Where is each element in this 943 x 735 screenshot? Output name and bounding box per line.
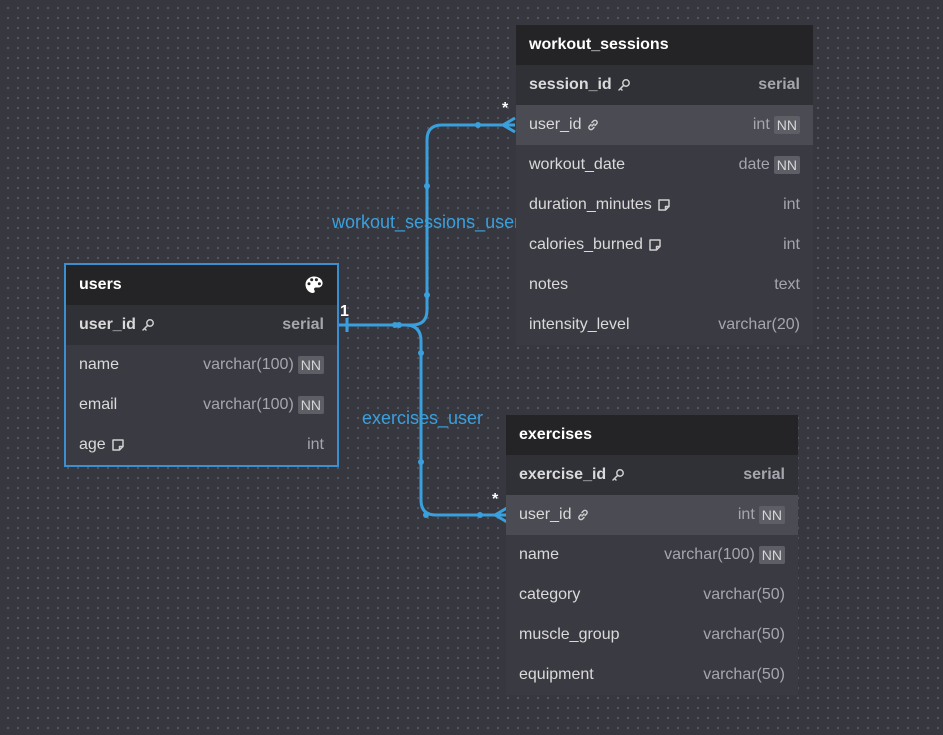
- field-type: varchar(100): [203, 356, 294, 373]
- field-name: exercise_id: [519, 466, 607, 483]
- not-null-badge: NN: [758, 546, 785, 564]
- field-name: user_id: [519, 506, 572, 523]
- field-type: varchar(50): [703, 586, 785, 603]
- field-row[interactable]: equipment varchar(50): [506, 655, 798, 695]
- field-type: text: [774, 276, 800, 293]
- note-icon[interactable]: [111, 438, 125, 452]
- link-dot: [396, 322, 402, 328]
- relation-label-workout-sessions-user[interactable]: workout_sessions_user: [332, 212, 521, 232]
- link-dot: [418, 350, 424, 356]
- link-dot: [392, 322, 398, 328]
- relation-label-exercises-user[interactable]: exercises_user: [362, 408, 484, 428]
- field-name: notes: [529, 276, 569, 293]
- field-row[interactable]: muscle_group varchar(50): [506, 615, 798, 655]
- table-header[interactable]: users: [66, 265, 337, 305]
- not-null-badge: NN: [758, 506, 785, 524]
- field-type: int: [783, 196, 800, 213]
- link-dot: [477, 512, 483, 518]
- not-null-badge: NN: [297, 356, 324, 374]
- not-null-badge: NN: [773, 116, 800, 134]
- field-name: calories_burned: [529, 236, 643, 253]
- table-header[interactable]: workout_sessions: [516, 25, 813, 65]
- note-icon[interactable]: [648, 238, 662, 252]
- key-icon: [611, 468, 625, 482]
- field-type: varchar(100): [203, 396, 294, 413]
- field-row[interactable]: user_id serial: [66, 305, 337, 345]
- field-type: varchar(20): [718, 316, 800, 333]
- field-type: varchar(100): [664, 546, 755, 563]
- note-icon[interactable]: [657, 198, 671, 212]
- not-null-badge: NN: [297, 396, 324, 414]
- field-row[interactable]: calories_burned int: [516, 225, 813, 265]
- field-name: muscle_group: [519, 626, 620, 643]
- link-dot: [418, 459, 424, 465]
- field-row[interactable]: age int: [66, 425, 337, 465]
- field-name: equipment: [519, 666, 594, 683]
- cardinality-one: 1: [340, 303, 349, 320]
- cardinality-many-workout-sessions: *: [502, 100, 509, 117]
- field-name: duration_minutes: [529, 196, 652, 213]
- field-row[interactable]: name varchar(100)NN: [66, 345, 337, 385]
- field-name: name: [79, 356, 120, 373]
- link-dot: [424, 183, 430, 189]
- table-title: exercises: [519, 426, 592, 443]
- field-name: session_id: [529, 76, 612, 93]
- field-type: int: [752, 116, 770, 133]
- table-workout-sessions[interactable]: workout_sessions session_id serial user_…: [516, 25, 813, 345]
- field-row[interactable]: session_id serial: [516, 65, 813, 105]
- table-exercises[interactable]: exercises exercise_id serial user_id int…: [506, 415, 798, 695]
- link-dot: [423, 512, 429, 518]
- field-name: user_id: [79, 316, 136, 333]
- field-type: varchar(50): [703, 626, 785, 643]
- field-type: date: [738, 156, 770, 173]
- link-icon: [576, 508, 590, 522]
- field-type: serial: [758, 76, 800, 93]
- not-null-badge: NN: [773, 156, 800, 174]
- field-type: serial: [282, 316, 324, 333]
- field-type: int: [307, 436, 324, 453]
- field-type: serial: [743, 466, 785, 483]
- field-name: name: [519, 546, 560, 563]
- field-row[interactable]: category varchar(50): [506, 575, 798, 615]
- palette-icon[interactable]: [304, 275, 324, 295]
- field-row[interactable]: intensity_level varchar(20): [516, 305, 813, 345]
- key-icon: [617, 78, 631, 92]
- cardinality-many-exercises: *: [492, 491, 499, 508]
- field-row[interactable]: notes text: [516, 265, 813, 305]
- table-users[interactable]: users user_id serial name varchar(100)NN…: [64, 263, 339, 467]
- table-title: workout_sessions: [529, 36, 669, 53]
- field-row[interactable]: exercise_id serial: [506, 455, 798, 495]
- field-type: int: [737, 506, 755, 523]
- field-row[interactable]: duration_minutes int: [516, 185, 813, 225]
- field-name: age: [79, 436, 106, 453]
- link-dot: [424, 292, 430, 298]
- field-name: intensity_level: [529, 316, 630, 333]
- field-name: email: [79, 396, 118, 413]
- field-row[interactable]: email varchar(100)NN: [66, 385, 337, 425]
- key-icon: [141, 318, 155, 332]
- table-header[interactable]: exercises: [506, 415, 798, 455]
- link-icon: [586, 118, 600, 132]
- field-type: varchar(50): [703, 666, 785, 683]
- table-title: users: [79, 276, 122, 293]
- field-name: category: [519, 586, 581, 603]
- many-marker-workout-sessions: [502, 116, 516, 134]
- field-type: int: [783, 236, 800, 253]
- link-dot: [475, 122, 481, 128]
- field-name: workout_date: [529, 156, 626, 173]
- field-name: user_id: [529, 116, 582, 133]
- field-row[interactable]: name varchar(100)NN: [506, 535, 798, 575]
